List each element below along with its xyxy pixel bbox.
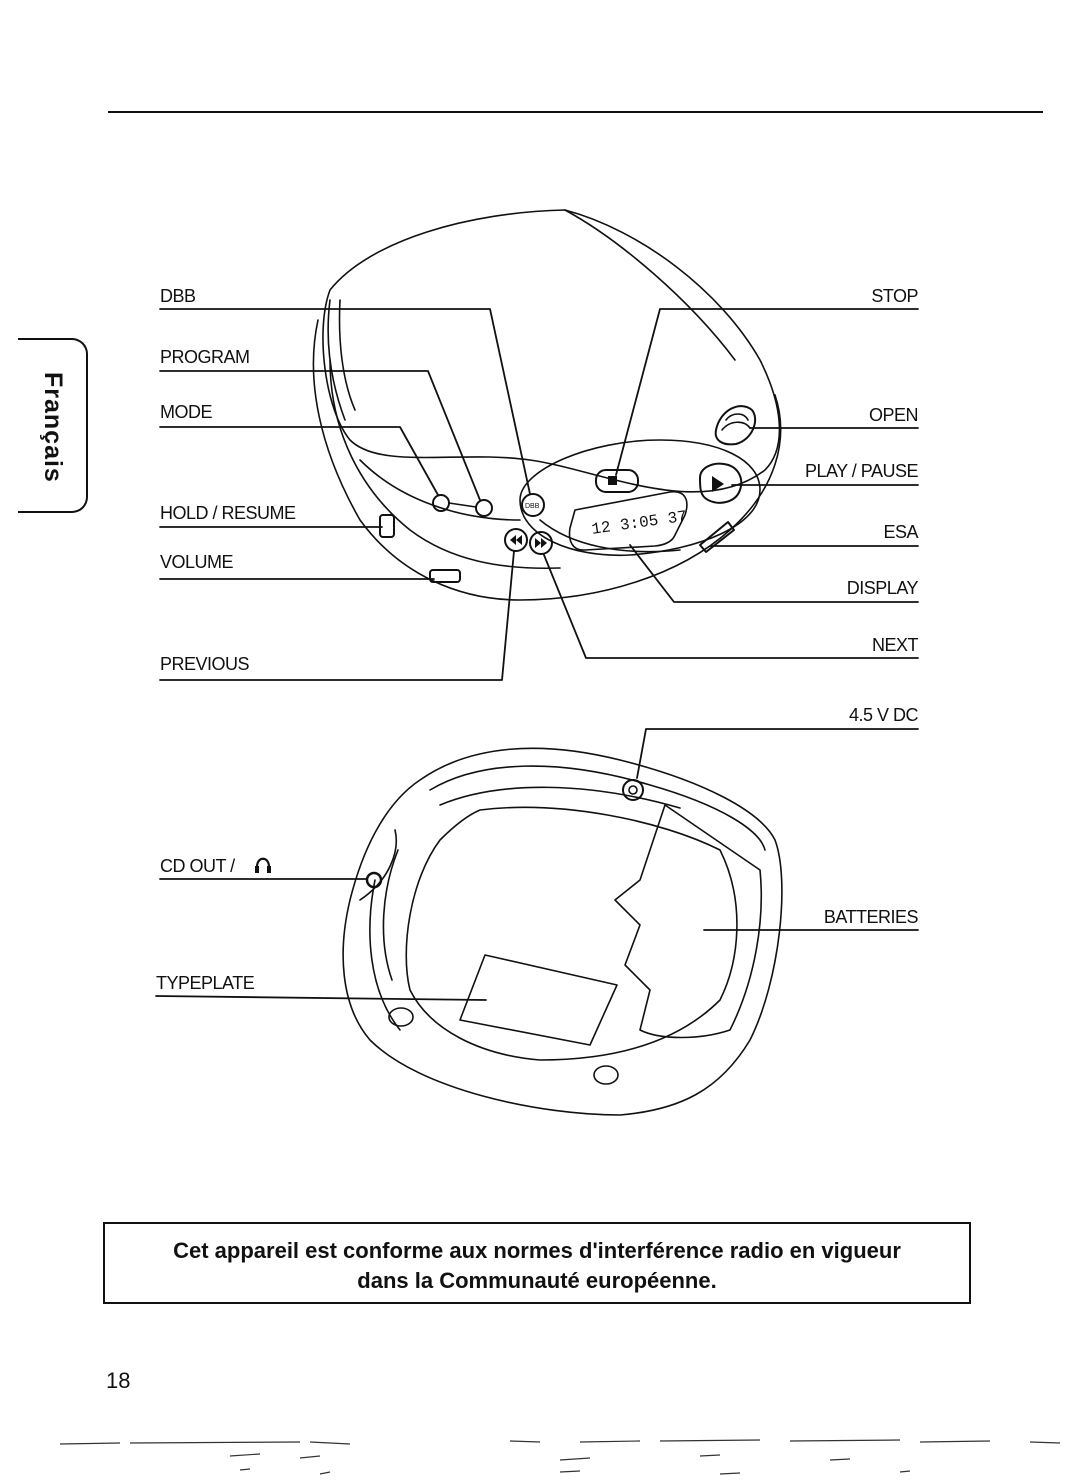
scan-noise <box>59 1439 1061 1475</box>
label-esa: ESA <box>883 522 918 542</box>
notice-line-1: Cet appareil est conforme aux normes d'i… <box>173 1238 901 1263</box>
label-play-pause: PLAY / PAUSE <box>804 461 919 481</box>
foot-left <box>388 1007 414 1027</box>
inner-recess <box>405 806 738 1061</box>
typeplate <box>459 954 618 1046</box>
play-pause-button <box>699 462 743 504</box>
dbb-button-text: DBB <box>525 503 540 510</box>
label-typeplate: TYPEPLATE <box>156 973 255 993</box>
open-switch <box>714 405 757 446</box>
headphone-jack <box>365 871 383 889</box>
next-button <box>529 531 553 555</box>
back-outline <box>342 747 783 1116</box>
language-tab-label: Français <box>39 372 67 483</box>
lid-outline <box>322 209 781 493</box>
display-readout: 12 3:05 37 <box>590 508 688 539</box>
top-rule <box>108 111 1043 113</box>
label-previous: PREVIOUS <box>160 654 250 674</box>
label-mode: MODE <box>160 402 213 422</box>
label-dc-input: 4.5 V DC <box>848 705 919 725</box>
esa-switch <box>699 521 735 553</box>
ce-compliance-notice: Cet appareil est conforme aux normes d'i… <box>103 1222 971 1304</box>
cd-player-back-view <box>342 747 783 1116</box>
label-volume: VOLUME <box>160 552 234 572</box>
dc-jack <box>622 779 644 801</box>
cd-player-front-view: 12 3:05 37 DBB <box>312 209 782 601</box>
dbb-button <box>521 493 545 517</box>
previous-button <box>504 528 528 552</box>
label-next: NEXT <box>871 635 919 655</box>
foot-right <box>593 1065 619 1085</box>
lid-inner-edge <box>564 209 736 361</box>
page-number: 18 <box>106 1368 131 1393</box>
label-display: DISPLAY <box>846 578 919 598</box>
label-stop: STOP <box>871 286 918 306</box>
hold-switch <box>379 514 395 538</box>
battery-cover <box>614 804 763 1039</box>
control-panel <box>519 439 761 557</box>
label-dbb: DBB <box>160 286 196 306</box>
label-program: PROGRAM <box>160 347 250 367</box>
notice-line-2: dans la Communauté européenne. <box>357 1268 717 1293</box>
program-button <box>475 499 493 517</box>
headphones-icon <box>255 857 271 873</box>
top-leader-lines <box>159 308 919 681</box>
base-outline <box>312 319 782 601</box>
language-tab: Français <box>18 338 88 513</box>
label-batteries: BATTERIES <box>823 907 919 927</box>
label-cd-out: CD OUT / <box>160 856 235 876</box>
label-open: OPEN <box>868 405 919 425</box>
volume-wheel <box>429 569 461 583</box>
display-window <box>568 490 688 551</box>
bottom-leader-lines <box>155 728 919 1001</box>
label-hold-resume: HOLD / RESUME <box>160 503 296 523</box>
